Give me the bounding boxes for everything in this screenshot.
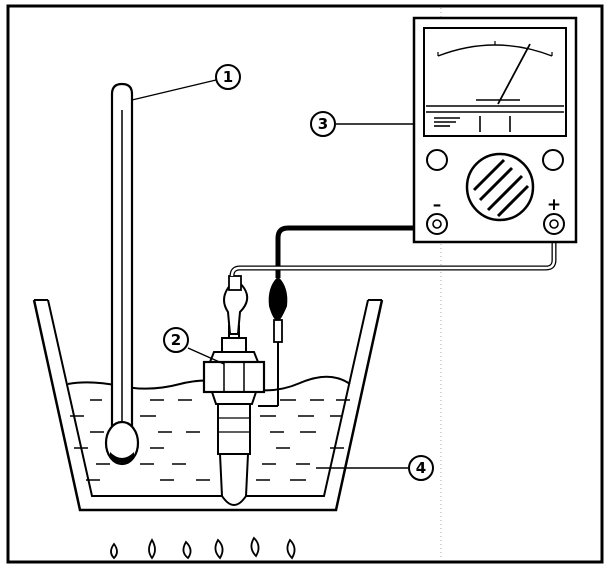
callout-4: 4 <box>316 455 434 481</box>
multimeter: – + <box>412 16 578 244</box>
water-surface-dashes <box>70 399 350 481</box>
positive-alligator-clip <box>258 276 288 407</box>
positive-terminal-symbol: + <box>547 195 561 215</box>
callout-2: 2 <box>163 327 225 365</box>
thermometer <box>104 82 140 466</box>
callout-3-label: 3 <box>318 115 328 133</box>
test-leads <box>229 225 557 278</box>
callout-4-label: 4 <box>416 459 426 477</box>
negative-alligator-clip <box>223 275 249 335</box>
burner-flames <box>110 536 296 560</box>
glow-plug <box>202 325 266 506</box>
callout-1-label: 1 <box>223 68 233 86</box>
water-container <box>32 299 384 512</box>
negative-terminal-symbol: – <box>433 195 442 215</box>
callout-2-label: 2 <box>171 331 181 349</box>
callout-1: 1 <box>131 64 241 101</box>
diagram-frame <box>6 4 604 564</box>
callout-3: 3 <box>310 111 414 137</box>
